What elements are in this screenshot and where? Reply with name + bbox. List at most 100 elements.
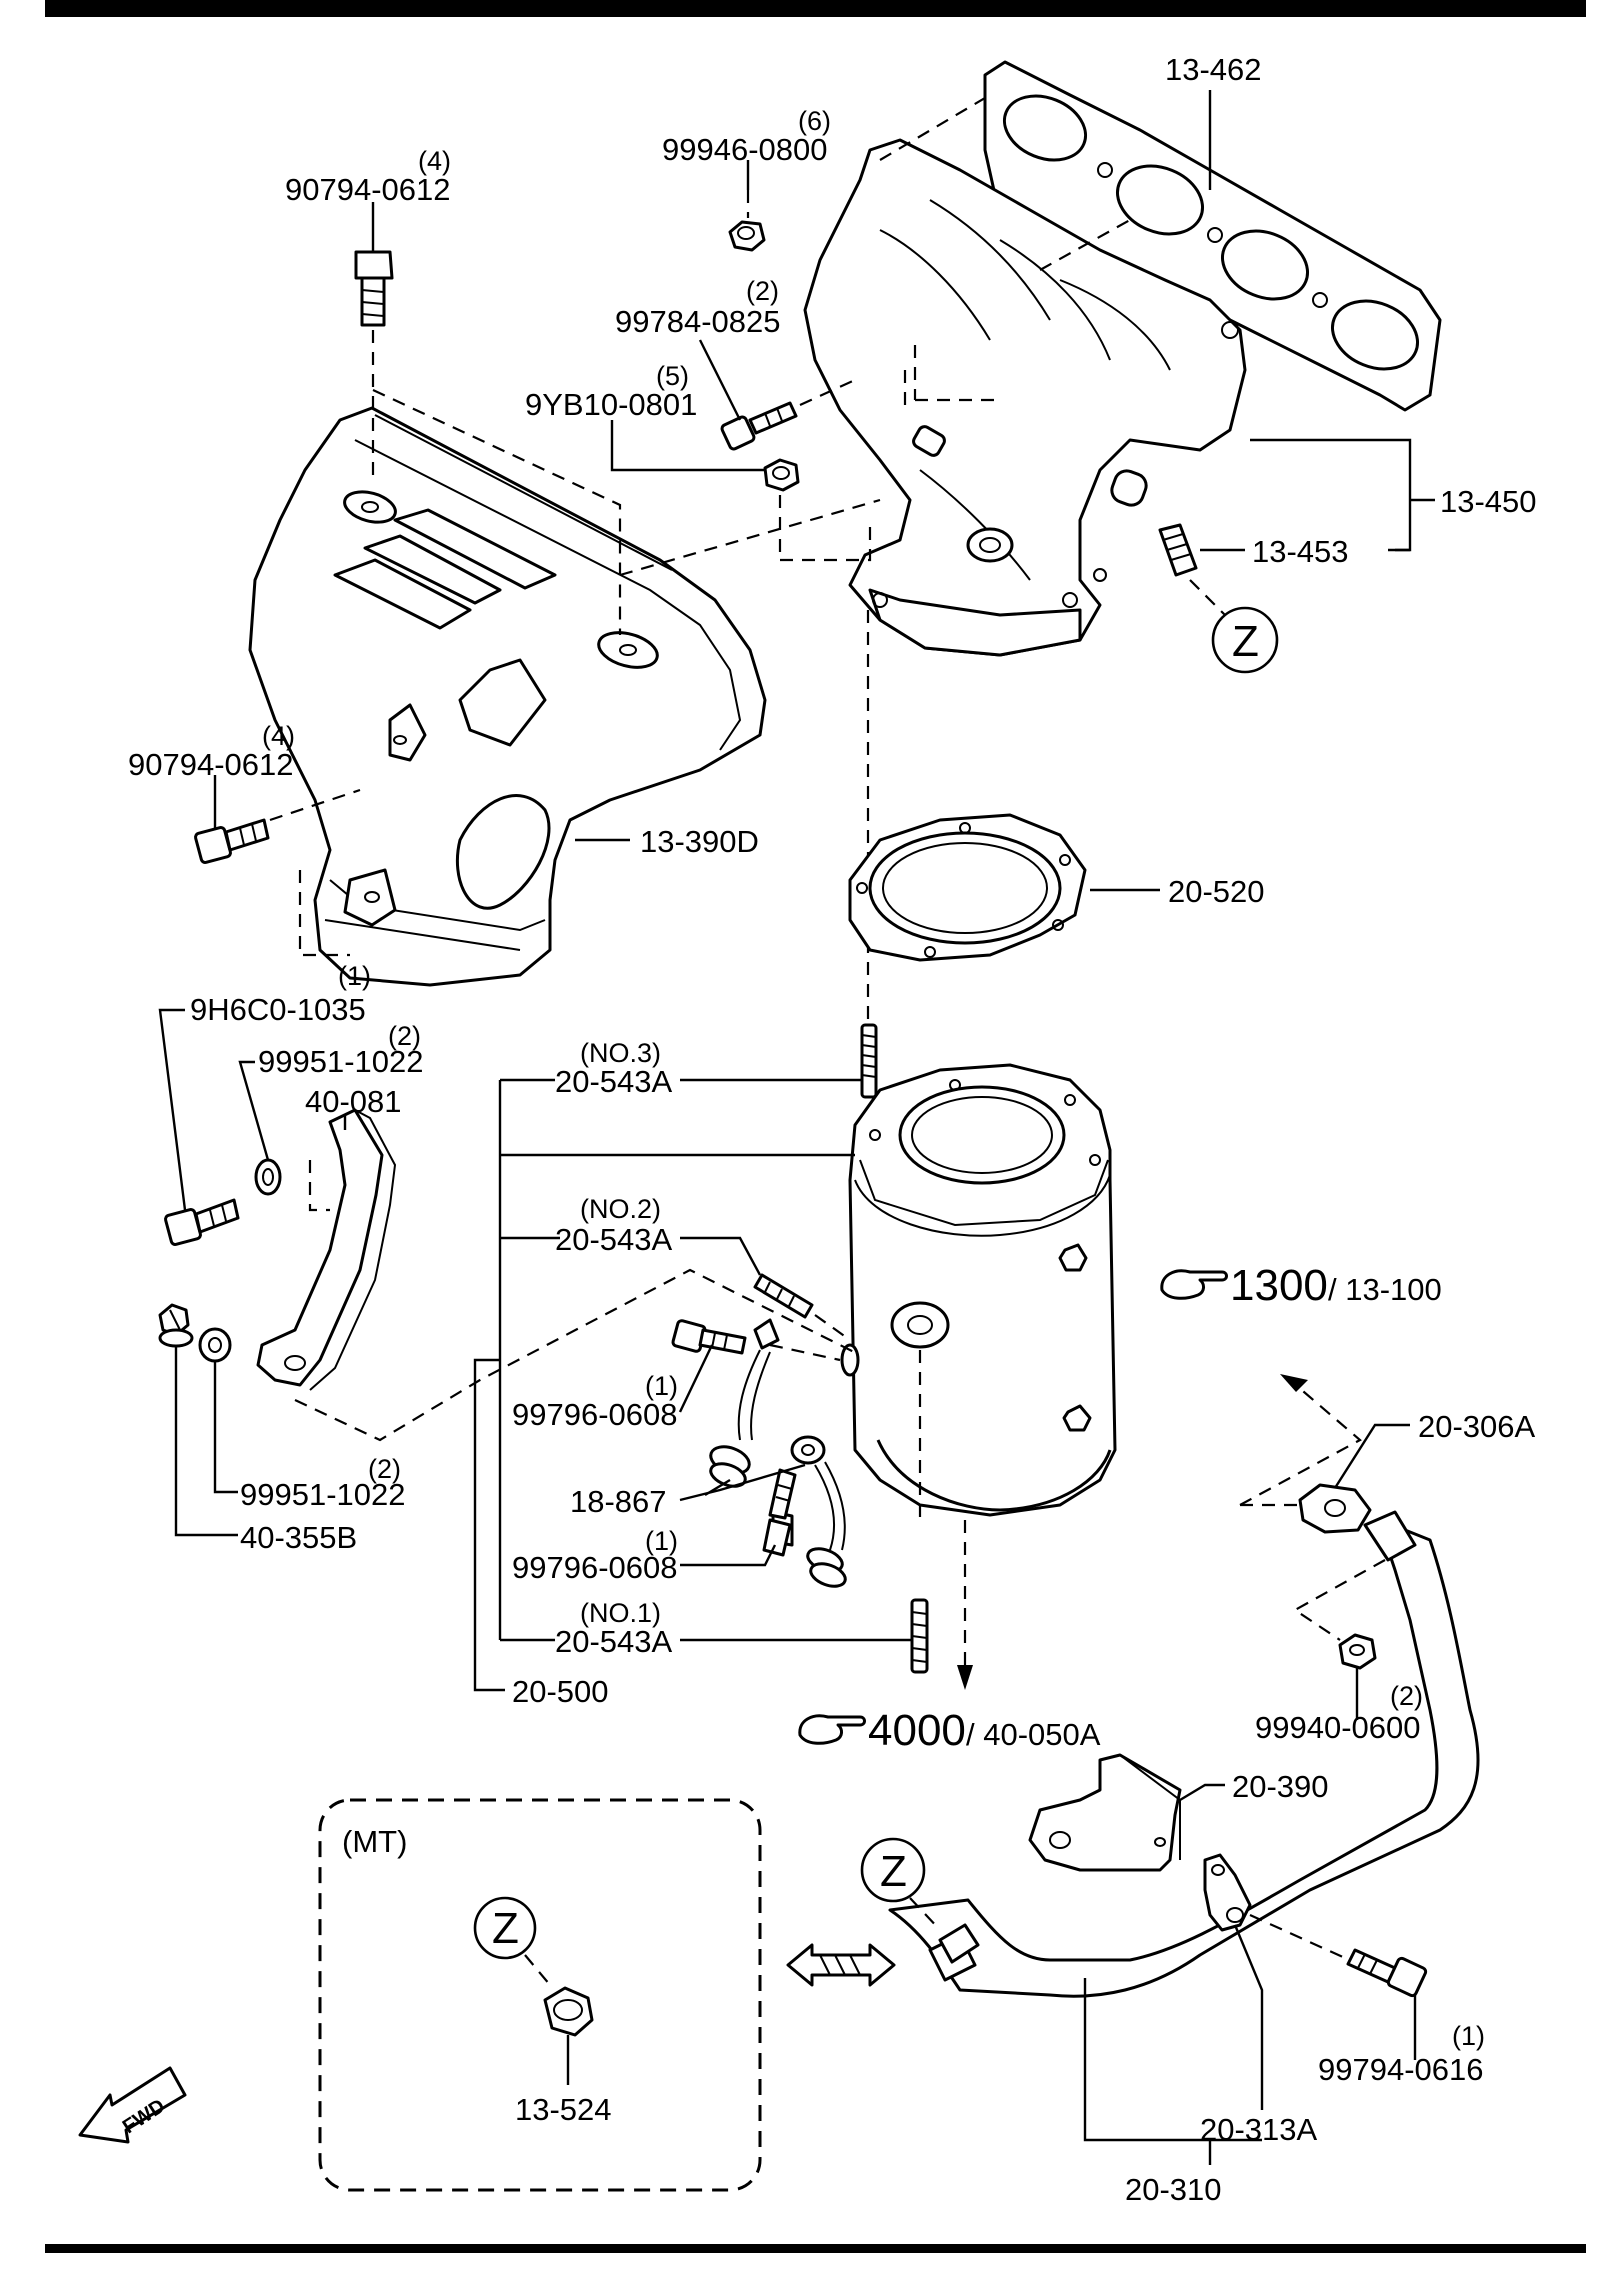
dash-bracket-converter <box>294 1268 861 1442</box>
z-marker-pipe: Z <box>880 1847 907 1896</box>
z-marker-circle-top <box>1211 606 1279 674</box>
double-arrow-icon <box>786 1943 896 1987</box>
fitting-13-524-label: 13-524 <box>515 2092 612 2127</box>
label-stud-no3: 20-543A <box>555 1064 673 1099</box>
leader-99951-top <box>238 1060 270 1161</box>
leader-20-310 <box>1083 1978 1212 2165</box>
clamp-20-313a <box>1203 1853 1252 1932</box>
washer-99951-top <box>254 1158 282 1196</box>
mt-inset-box <box>318 1798 762 2192</box>
bolt-99796-b <box>762 1468 797 1557</box>
exhaust-manifold <box>803 138 1247 657</box>
z-marker-top: Z <box>1232 617 1259 666</box>
sensor-18-867 <box>709 1318 847 1588</box>
nut-99946 <box>728 190 766 252</box>
label-stud-no3-tag: (NO.3) <box>580 1038 661 1068</box>
label-90794-side: 90794-0612 <box>128 747 294 782</box>
leader-99784 <box>698 339 742 421</box>
bolt-99784 <box>720 378 856 451</box>
dash-gasket-mid <box>1039 219 1131 271</box>
dash-pipe-nut <box>1292 1559 1386 1641</box>
hand-pointer-icon <box>1160 1269 1228 1300</box>
label-9yb10-qty: (5) <box>656 361 689 391</box>
label-99794: 99794-0616 <box>1318 2052 1484 2087</box>
bolt-90794-side <box>194 788 361 864</box>
bottom-rule <box>45 2244 1586 2253</box>
converter-gasket <box>848 813 1087 962</box>
label-90794-top: 90794-0612 <box>285 172 451 207</box>
z-marker-circle-pipe <box>860 1837 926 1903</box>
bolt-90794-top <box>354 250 394 480</box>
catalytic-converter <box>840 1063 1117 1520</box>
bracket-20-390 <box>1028 1753 1182 1872</box>
nut-9yb10 <box>763 458 800 492</box>
leader-9yb10 <box>610 420 765 472</box>
label-99796-a: 99796-0608 <box>512 1397 678 1432</box>
leader-20-390 <box>1179 1783 1225 1802</box>
fwd-arrow-icon: FWD <box>78 2066 187 2144</box>
label-99940-qty: (2) <box>1390 1681 1423 1711</box>
label-99946-qty: (6) <box>798 106 831 136</box>
dash-insulator-bolt <box>298 870 350 957</box>
leader-9h6c0 <box>158 1008 187 1211</box>
label-99951-bottom-qty: (2) <box>368 1454 401 1484</box>
label-20-500: 20-500 <box>512 1674 609 1709</box>
label-40-355b: 40-355B <box>240 1520 357 1555</box>
leader-20-306a <box>1333 1423 1410 1489</box>
label-stud-no1-tag: (NO.1) <box>580 1598 661 1628</box>
bracket-40-081 <box>256 1108 397 1391</box>
label-stud-no2: 20-543A <box>555 1222 673 1257</box>
hand-pointer-icon-4000 <box>798 1714 866 1745</box>
label-9h6c0-qty: (1) <box>338 961 371 991</box>
stud-no1 <box>910 1598 929 1674</box>
z-marker-mt: Z <box>492 1904 519 1953</box>
label-9h6c0: 9H6C0-1035 <box>190 992 366 1027</box>
pipe-20-310 <box>888 1510 1480 1998</box>
leader-99796-a <box>678 1344 714 1413</box>
mt-tag: (MT) <box>342 1824 407 1859</box>
z-marker-circle-mt <box>473 1896 537 1960</box>
label-20-306a: 20-306A <box>1418 1409 1536 1444</box>
label-90794-side-qty: (4) <box>262 721 295 751</box>
label-13-453: 13-453 <box>1252 534 1349 569</box>
bolt-9h6c0 <box>164 1198 240 1246</box>
washer-99951-bottom <box>198 1327 232 1363</box>
label-99940: 99940-0600 <box>1255 1710 1421 1745</box>
bolt-40-355b <box>158 1303 194 1348</box>
gasket-20-306a <box>1298 1483 1372 1534</box>
bolt-99796-a <box>671 1319 841 1362</box>
arrow-down-4000 <box>957 1665 973 1690</box>
label-99951-bottom: 99951-1022 <box>240 1477 406 1512</box>
label-20-313a: 20-313A <box>1200 2112 1318 2147</box>
leader-40-355b <box>174 1345 238 1537</box>
leader-20-313a <box>1233 1924 1264 2110</box>
dash-nut-manifold-2 <box>780 520 872 562</box>
label-18-867: 18-867 <box>570 1484 667 1519</box>
label-90794-top-qty: (4) <box>418 146 451 176</box>
label-20-520: 20-520 <box>1168 874 1265 909</box>
label-99951-top-qty: (2) <box>388 1021 421 1051</box>
label-stud-no2-tag: (NO.2) <box>580 1194 661 1224</box>
leader-99951-bottom <box>213 1362 238 1494</box>
label-99784: 99784-0825 <box>615 304 781 339</box>
leader-18-867 <box>679 1463 806 1502</box>
dash-insulator-top <box>372 389 622 635</box>
label-stud-no1: 20-543A <box>555 1624 673 1659</box>
stud-no3 <box>860 1023 878 1099</box>
heat-insulator <box>248 406 767 987</box>
bolt-99794 <box>1249 1913 1428 1998</box>
nut-99940 <box>1338 1633 1377 1670</box>
leader-stud-no2 <box>680 1236 762 1276</box>
label-99796-a-qty: (1) <box>645 1371 678 1401</box>
label-13-450: 13-450 <box>1440 484 1537 519</box>
stud-no2 <box>753 1273 851 1341</box>
label-13-462: 13-462 <box>1165 52 1262 87</box>
label-9yb10: 9YB10-0801 <box>525 387 697 422</box>
label-ref-1300-part: / 13-100 <box>1328 1272 1442 1307</box>
label-99946: 99946-0800 <box>662 132 828 167</box>
leader-99796-b <box>680 1544 777 1567</box>
arrow-to-engine <box>1280 1374 1308 1392</box>
label-40-081: 40-081 <box>305 1084 402 1119</box>
label-ref-4000-part: / 40-050A <box>966 1717 1101 1752</box>
